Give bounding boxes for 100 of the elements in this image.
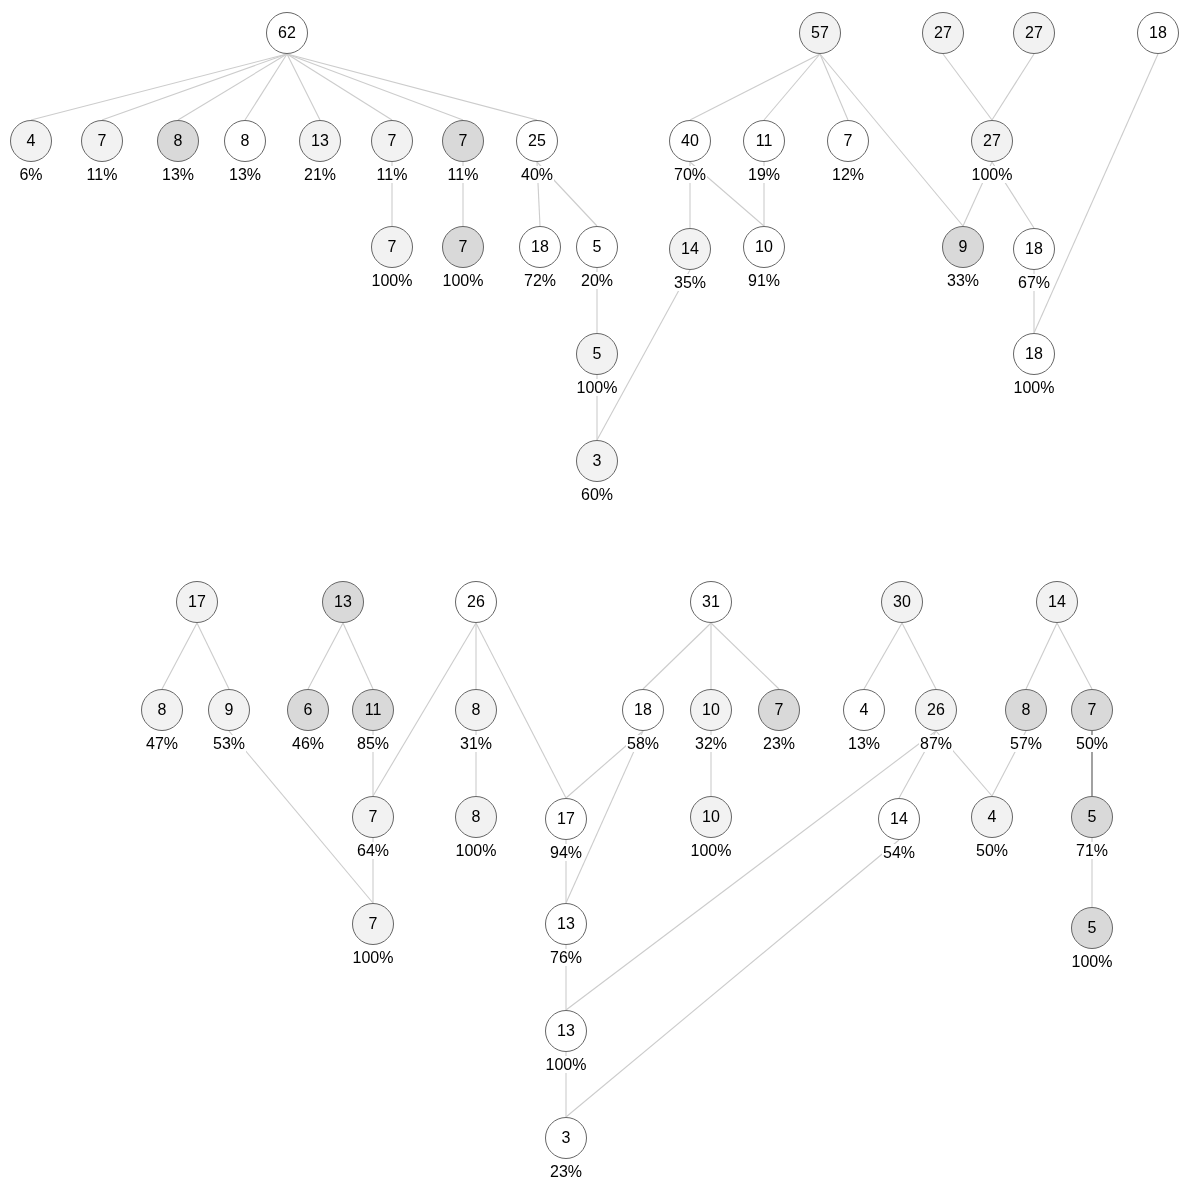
percent-label: 100% [689, 842, 733, 859]
node-circle [881, 581, 923, 623]
count-label: 17 [556, 810, 576, 828]
count-label: 14 [889, 810, 909, 828]
connector-line [596, 269, 691, 441]
count-label: 18 [633, 701, 653, 719]
connector-line [228, 730, 374, 904]
percent-label: 31% [459, 735, 493, 752]
percent-label: 72% [523, 272, 557, 289]
connector-line [763, 53, 821, 121]
percent-label: 64% [356, 842, 390, 859]
count-label: 8 [156, 701, 168, 719]
count-label: 13 [556, 915, 576, 933]
percent-label: 100% [575, 379, 619, 396]
count-label: 8 [470, 808, 482, 826]
percent-label: 13% [847, 735, 881, 752]
count-label: 17 [187, 593, 207, 611]
count-label: 7 [457, 238, 469, 256]
connector-line [1025, 622, 1058, 690]
connector-line [307, 622, 344, 690]
connector-line [1033, 53, 1159, 334]
node-circle [322, 581, 364, 623]
percent-label: 76% [549, 949, 583, 966]
percent-label: 100% [370, 272, 414, 289]
connector-line [642, 622, 712, 690]
count-label: 7 [1086, 701, 1098, 719]
percent-label: 58% [626, 735, 660, 752]
count-label: 4 [25, 132, 37, 150]
percent-label: 21% [303, 166, 337, 183]
count-label: 3 [591, 452, 603, 470]
percent-label: 40% [520, 166, 554, 183]
percent-label: 13% [228, 166, 262, 183]
percent-label: 100% [351, 949, 395, 966]
count-label: 27 [933, 24, 953, 42]
node-circle [176, 581, 218, 623]
connector-line [901, 622, 937, 690]
percent-label: 67% [1017, 274, 1051, 291]
connector-line [689, 161, 765, 227]
count-label: 7 [842, 132, 854, 150]
connector-line [286, 53, 321, 121]
count-label: 27 [1024, 24, 1044, 42]
count-label: 25 [527, 132, 547, 150]
count-label: 9 [957, 238, 969, 256]
connector-line [710, 622, 780, 690]
percent-label: 11% [85, 166, 119, 183]
percent-label: 33% [946, 272, 980, 289]
connector-line [1056, 622, 1093, 690]
node-circle [266, 12, 308, 54]
count-label: 14 [1047, 593, 1067, 611]
count-label: 9 [223, 701, 235, 719]
connector-line [565, 730, 644, 904]
node-circle [1036, 581, 1078, 623]
percent-label: 53% [212, 735, 246, 752]
count-label: 7 [773, 701, 785, 719]
count-label: 8 [172, 132, 184, 150]
percent-label: 100% [970, 166, 1014, 183]
node-circle [690, 581, 732, 623]
connector-line [863, 622, 903, 690]
percent-label: 100% [441, 272, 485, 289]
percent-label: 19% [747, 166, 781, 183]
count-label: 27 [982, 132, 1002, 150]
count-label: 18 [1024, 240, 1044, 258]
count-label: 8 [1020, 701, 1032, 719]
count-label: 11 [754, 132, 774, 150]
count-label: 5 [1086, 919, 1098, 937]
percent-label: 13% [161, 166, 195, 183]
count-label: 6 [302, 701, 314, 719]
count-label: 26 [926, 701, 946, 719]
count-label: 8 [470, 701, 482, 719]
percent-label: 50% [975, 842, 1009, 859]
count-label: 5 [591, 238, 603, 256]
connector-line [565, 730, 937, 1011]
percent-label: 50% [1075, 735, 1109, 752]
count-label: 7 [457, 132, 469, 150]
percent-label: 85% [356, 735, 390, 752]
connector-line [342, 622, 374, 690]
percent-label: 100% [1012, 379, 1056, 396]
node-circle [922, 12, 964, 54]
count-label: 8 [239, 132, 251, 150]
count-label: 5 [1086, 808, 1098, 826]
percent-label: 47% [145, 735, 179, 752]
count-label: 18 [1148, 24, 1168, 42]
percent-label: 57% [1009, 735, 1043, 752]
percent-label: 23% [762, 735, 796, 752]
count-label: 13 [310, 132, 330, 150]
percent-label: 60% [580, 486, 614, 503]
percent-label: 87% [919, 735, 953, 752]
connector-line [177, 53, 288, 121]
percent-label: 54% [882, 844, 916, 861]
node-circle [455, 581, 497, 623]
connector-line [244, 53, 288, 121]
count-label: 11 [363, 701, 383, 719]
count-label: 18 [530, 238, 550, 256]
count-label: 31 [701, 593, 721, 611]
count-label: 7 [386, 238, 398, 256]
percent-label: 94% [549, 844, 583, 861]
node-circle [1137, 12, 1179, 54]
percent-label: 100% [454, 842, 498, 859]
count-label: 13 [556, 1022, 576, 1040]
connector-line [942, 53, 993, 121]
